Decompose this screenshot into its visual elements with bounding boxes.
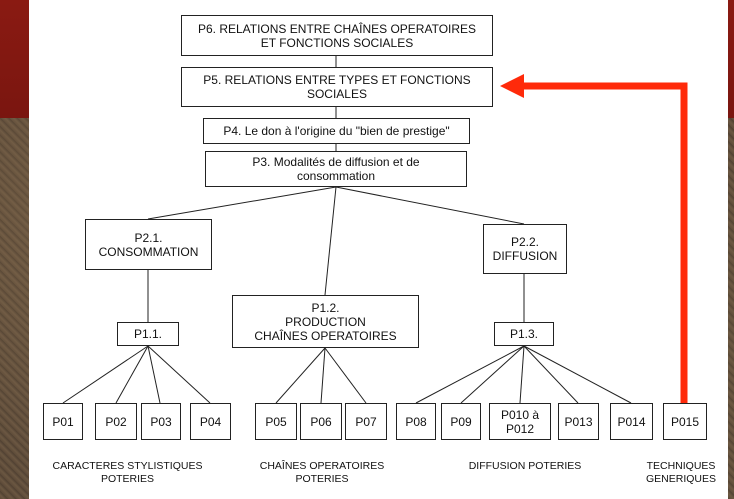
box-p5: P5. RELATIONS ENTRE TYPES ET FONCTIONS S… <box>181 67 493 107</box>
leaf-p03: P03 <box>141 403 181 440</box>
leaf-p06: P06 <box>300 403 342 440</box>
caption-chains: CHAÎNES OPERATOIRES POTERIES <box>259 460 385 485</box>
caption-diffusion: DIFFUSION POTERIES <box>468 460 582 472</box>
box-p2-1: P2.1. CONSOMMATION <box>85 219 212 270</box>
leaf-p05: P05 <box>255 403 297 440</box>
red-arrow <box>500 74 688 405</box>
leaf-p08: P08 <box>396 403 436 440</box>
box-p6: P6. RELATIONS ENTRE CHAÎNES OPERATOIRES … <box>181 15 493 56</box>
caption-stylistic: CARACTERES STYLISTIQUES POTERIES <box>52 460 203 485</box>
leaf-p04: P04 <box>190 403 231 440</box>
leaf-p010-p012: P010 à P012 <box>489 403 551 440</box>
leaf-p013: P013 <box>558 403 599 440</box>
leaf-p014: P014 <box>610 403 653 440</box>
leaf-p015: P015 <box>663 403 707 440</box>
leaf-p01: P01 <box>43 403 83 440</box>
arrowhead-icon <box>500 74 524 98</box>
leaf-p07: P07 <box>345 403 387 440</box>
box-p1-3: P1.3. <box>494 322 554 346</box>
box-p2-2: P2.2. DIFFUSION <box>483 224 567 274</box>
box-p3: P3. Modalités de diffusion et de consomm… <box>205 151 467 187</box>
leaf-p02: P02 <box>95 403 137 440</box>
caption-techniques: TECHNIQUES GENERIQUES <box>645 460 716 485</box>
box-p4: P4. Le don à l'origine du "bien de prest… <box>203 118 470 144</box>
leaf-p09: P09 <box>441 403 481 440</box>
box-p1-2: P1.2. PRODUCTION CHAÎNES OPERATOIRES <box>232 295 419 348</box>
box-p1-1: P1.1. <box>117 322 179 346</box>
